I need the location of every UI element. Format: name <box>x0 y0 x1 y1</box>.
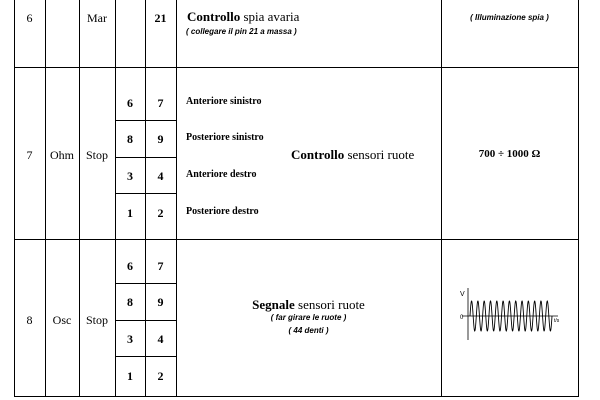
pin-a: 6 <box>127 259 133 273</box>
row-number: 8 <box>26 313 33 327</box>
wave-signal <box>469 300 553 332</box>
pin-b: 4 <box>157 169 164 183</box>
description-text: spia avaria <box>240 9 300 24</box>
wave-x-label: t/s <box>554 318 560 324</box>
description: Controllo spia avaria <box>187 9 299 25</box>
description-note: ( 44 denti ) <box>288 326 329 335</box>
sensor-label: Posteriore sinistro <box>186 132 264 143</box>
row-divider <box>14 67 579 68</box>
sine-wave-diagram: V 0 t/s <box>460 288 560 340</box>
col-divider <box>79 0 80 397</box>
pin-a: 8 <box>127 295 133 309</box>
pin-a: 1 <box>127 369 133 383</box>
wave-origin-label: 0 <box>460 315 464 321</box>
col-divider <box>441 0 442 397</box>
mode-cell: Mar <box>87 11 107 25</box>
row-number: 6 <box>26 11 33 25</box>
description-text: sensori ruote <box>344 147 415 162</box>
description-text: sensori ruote <box>294 297 365 312</box>
description-note: ( far girare le ruote ) <box>270 313 347 322</box>
row-number: 7 <box>26 148 33 162</box>
pin-b: 2 <box>157 206 164 220</box>
table-bottom-border <box>14 396 579 397</box>
table-left-border <box>14 0 15 397</box>
pin-a: 8 <box>127 132 133 146</box>
description: Controllo sensori ruote <box>291 147 414 163</box>
description-bold: Segnale <box>252 297 295 312</box>
description-bold: Controllo <box>187 9 241 24</box>
sensor-label: Anteriore destro <box>186 169 257 180</box>
pin-b: 9 <box>157 295 164 309</box>
col-divider <box>115 0 116 397</box>
description-note: ( collegare il pin 21 a massa ) <box>186 27 297 36</box>
row-divider <box>14 239 579 240</box>
wave-y-label: V <box>460 291 465 298</box>
pin-b: 4 <box>157 332 164 346</box>
pin-a: 1 <box>127 206 133 220</box>
pin-a: 6 <box>127 96 133 110</box>
pin-b: 7 <box>157 96 164 110</box>
pin-a: 3 <box>127 332 133 346</box>
pin-b: 2 <box>157 369 164 383</box>
description-bold: Controllo <box>291 147 345 162</box>
mode-cell: Stop <box>85 313 108 327</box>
pin-a: 3 <box>127 169 133 183</box>
description: Segnale sensori ruote <box>176 297 441 313</box>
pin-b: 9 <box>157 132 164 146</box>
pin-b: 7 <box>157 259 164 273</box>
unit-cell: Ohm <box>50 148 74 162</box>
col-divider <box>45 0 46 397</box>
mode-cell: Stop <box>85 148 108 162</box>
expected-value: ( Illuminazione spia ) <box>470 13 549 22</box>
pin-b: 21 <box>154 11 167 25</box>
col-divider <box>176 0 177 397</box>
sensor-label: Anteriore sinistro <box>186 96 262 107</box>
unit-cell: Osc <box>52 313 72 327</box>
col-divider <box>145 0 146 397</box>
sensor-label: Posteriore destro <box>186 206 259 217</box>
expected-value: 700 ÷ 1000 Ω <box>478 148 541 160</box>
table-right-border <box>578 0 579 397</box>
